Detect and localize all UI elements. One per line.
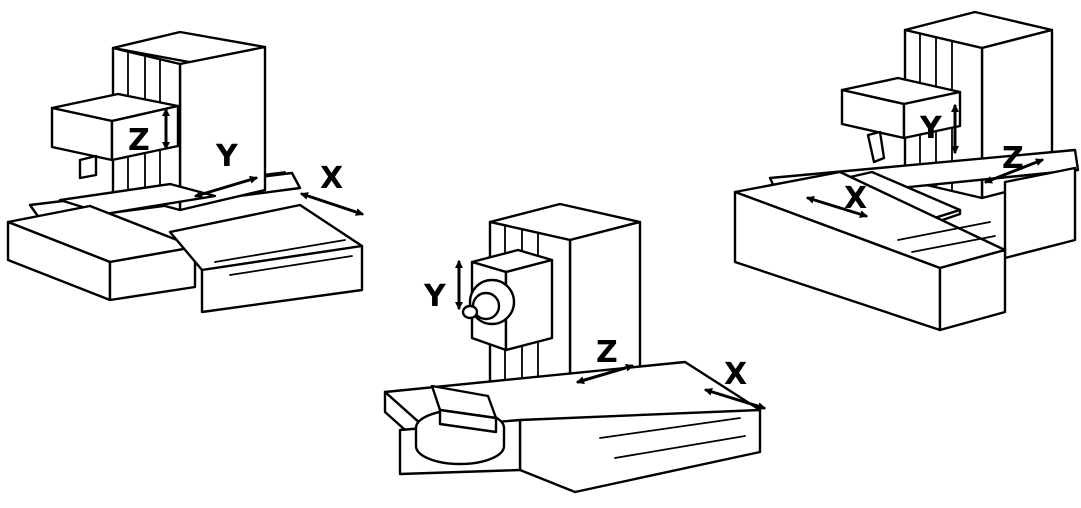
vertical-mill-z-label: Z — [128, 123, 150, 158]
vertical-mill-spindle-head — [50, 92, 180, 180]
gantry-mill-x-arrow — [806, 195, 868, 219]
vertical-mill: Z Y X — [6, 30, 364, 314]
gantry-mill-x-label: X — [844, 181, 867, 216]
vertical-mill-y-arrow — [194, 175, 258, 199]
vertical-mill-base — [6, 203, 364, 314]
horizontal-mill-spindle-head — [461, 248, 554, 352]
horizontal-boring-mill: Y Z X — [383, 202, 766, 494]
gantry-mill-base — [733, 170, 1007, 332]
gantry-mill-z-label: Z — [1002, 141, 1024, 176]
horizontal-mill-y-label: Y — [423, 279, 447, 314]
vertical-mill-x-label: X — [320, 161, 343, 196]
horizontal-mill-x-label: X — [724, 357, 747, 392]
vertical-mill-y-label: Y — [215, 139, 239, 174]
horizontal-mill-rotary-table — [414, 384, 506, 466]
vertical-mill-x-arrow — [300, 192, 364, 216]
horizontal-mill-z-label: Z — [596, 335, 618, 370]
gantry-mill: Y Z X — [733, 10, 1080, 332]
horizontal-mill-z-arrow — [576, 363, 634, 385]
horizontal-mill-x-arrow — [704, 387, 766, 411]
gantry-mill-y-label: Y — [919, 111, 943, 146]
gantry-mill-z-arrow — [984, 158, 1044, 184]
gantry-mill-spindle-head — [840, 76, 962, 164]
